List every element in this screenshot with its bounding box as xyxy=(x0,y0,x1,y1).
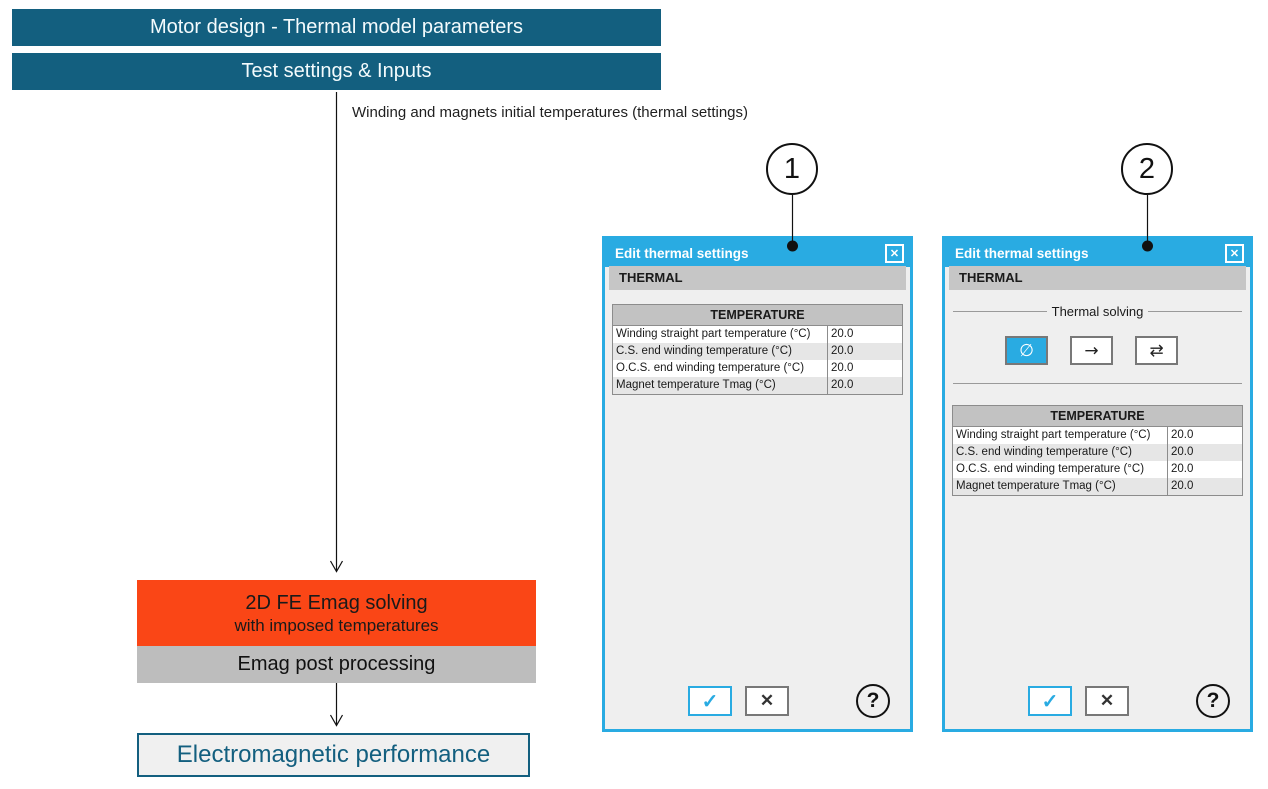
cross-icon: ✕ xyxy=(759,691,775,710)
thermal-section-header: THERMAL xyxy=(949,266,1246,290)
row-label: O.C.S. end winding temperature (°C) xyxy=(956,463,1145,475)
table-row: C.S. end winding temperature (°C) 20.0 xyxy=(613,343,902,360)
callout-1: 1 xyxy=(766,143,818,195)
temperature-table-header: TEMPERATURE xyxy=(953,406,1242,427)
row-label: C.S. end winding temperature (°C) xyxy=(616,345,792,357)
row-label: C.S. end winding temperature (°C) xyxy=(956,446,1132,458)
ok-button[interactable]: ✓ xyxy=(688,686,732,716)
table-row: C.S. end winding temperature (°C) 20.0 xyxy=(953,444,1242,461)
flow-annotation: Winding and magnets initial temperatures… xyxy=(352,104,749,121)
flow-arrowhead-icon xyxy=(329,714,344,727)
temperature-table-header: TEMPERATURE xyxy=(613,305,902,326)
temperature-table: TEMPERATURE Winding straight part temper… xyxy=(952,405,1243,496)
dialog-title: Edit thermal settings xyxy=(955,245,1089,261)
thermal-solving-label: Thermal solving xyxy=(1051,303,1144,319)
table-row: Winding straight part temperature (°C) 2… xyxy=(613,326,902,343)
help-button[interactable]: ? xyxy=(856,684,890,718)
emag-solving-line1: 2D FE Emag solving xyxy=(245,591,428,614)
callout-2: 2 xyxy=(1121,143,1173,195)
dialog-titlebar[interactable]: Edit thermal settings ✕ xyxy=(605,239,910,267)
group-divider xyxy=(953,310,1047,312)
table-row: O.C.S. end winding temperature (°C) 20.0 xyxy=(953,461,1242,478)
thermal-solving-options: ∅ → ⇄ xyxy=(1005,336,1178,365)
table-row: Magnet temperature Tmag (°C) 20.0 xyxy=(613,377,902,394)
banner-test-settings: Test settings & Inputs xyxy=(12,53,661,90)
thermal-solving-group: Thermal solving xyxy=(953,302,1243,320)
row-label: Magnet temperature Tmag (°C) xyxy=(616,379,776,391)
no-solving-icon: ∅ xyxy=(1019,340,1034,361)
row-value[interactable]: 20.0 xyxy=(1167,478,1242,495)
table-row: Magnet temperature Tmag (°C) 20.0 xyxy=(953,478,1242,495)
two-way-arrow-icon: ⇄ xyxy=(1149,340,1164,361)
cancel-button[interactable]: ✕ xyxy=(1085,686,1129,716)
row-value[interactable]: 20.0 xyxy=(827,377,902,394)
emag-solving-box: 2D FE Emag solving with imposed temperat… xyxy=(137,580,536,646)
temperature-table: TEMPERATURE Winding straight part temper… xyxy=(612,304,903,395)
help-button[interactable]: ? xyxy=(1196,684,1230,718)
emag-solving-line2: with imposed temperatures xyxy=(234,615,439,635)
flow-arrowhead-icon xyxy=(329,560,344,573)
ok-button[interactable]: ✓ xyxy=(1028,686,1072,716)
row-value[interactable]: 20.0 xyxy=(1167,444,1242,461)
group-divider xyxy=(1148,310,1243,312)
thermal-solving-two-way-button[interactable]: ⇄ xyxy=(1135,336,1178,365)
cancel-button[interactable]: ✕ xyxy=(745,686,789,716)
cross-icon: ✕ xyxy=(1099,691,1115,710)
row-value[interactable]: 20.0 xyxy=(1167,427,1242,444)
section-divider xyxy=(953,383,1242,384)
row-value[interactable]: 20.0 xyxy=(827,360,902,377)
edit-thermal-settings-dialog-2: Edit thermal settings ✕ THERMAL Thermal … xyxy=(942,236,1253,732)
emag-post-processing-box: Emag post processing xyxy=(137,646,536,683)
table-row: O.C.S. end winding temperature (°C) 20.0 xyxy=(613,360,902,377)
edit-thermal-settings-dialog-1: Edit thermal settings ✕ THERMAL TEMPERAT… xyxy=(602,236,913,732)
electromagnetic-performance-box: Electromagnetic performance xyxy=(137,733,530,777)
banner-motor-design: Motor design - Thermal model parameters xyxy=(12,9,661,46)
check-icon: ✓ xyxy=(701,690,719,713)
row-label: Magnet temperature Tmag (°C) xyxy=(956,480,1116,492)
dialog-titlebar[interactable]: Edit thermal settings ✕ xyxy=(945,239,1250,267)
close-icon[interactable]: ✕ xyxy=(1225,243,1244,263)
dialog-title: Edit thermal settings xyxy=(615,245,749,261)
callout-1-number: 1 xyxy=(783,152,801,185)
thermal-solving-one-way-button[interactable]: → xyxy=(1070,336,1113,365)
row-value[interactable]: 20.0 xyxy=(827,326,902,343)
thermal-solving-none-button[interactable]: ∅ xyxy=(1005,336,1048,365)
check-icon: ✓ xyxy=(1041,690,1059,713)
table-row: Winding straight part temperature (°C) 2… xyxy=(953,427,1242,444)
row-label: Winding straight part temperature (°C) xyxy=(956,429,1151,441)
row-value[interactable]: 20.0 xyxy=(827,343,902,360)
row-label: O.C.S. end winding temperature (°C) xyxy=(616,362,805,374)
close-icon[interactable]: ✕ xyxy=(885,243,904,263)
thermal-section-header: THERMAL xyxy=(609,266,906,290)
row-label: Winding straight part temperature (°C) xyxy=(616,328,811,340)
callout-2-number: 2 xyxy=(1138,152,1156,185)
row-value[interactable]: 20.0 xyxy=(1167,461,1242,478)
one-way-arrow-icon: → xyxy=(1084,340,1099,361)
